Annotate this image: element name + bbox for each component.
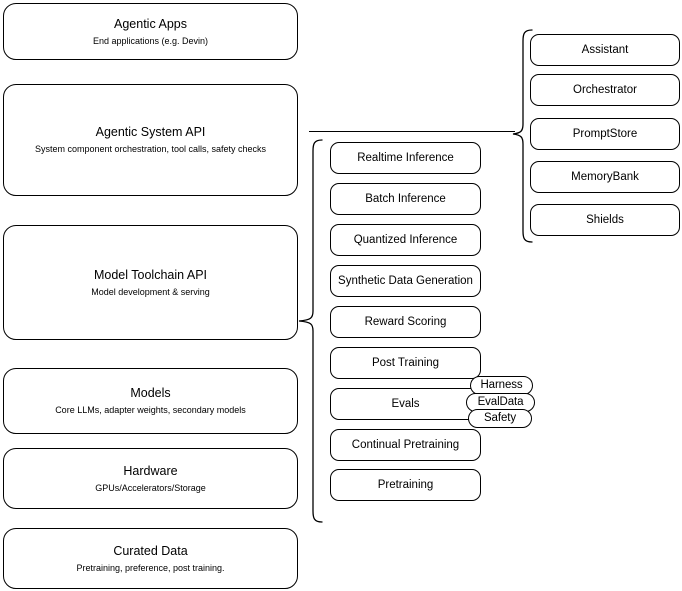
layer-subtitle: End applications (e.g. Devin): [92, 35, 209, 46]
stack-layer-agentic-system-api[interactable]: Agentic System API System component orch…: [3, 84, 298, 196]
capability-label: Evals: [391, 397, 420, 410]
stack-layer-hardware[interactable]: Hardware GPUs/Accelerators/Storage: [3, 448, 298, 509]
capability-label: Batch Inference: [365, 192, 446, 205]
capability-label: Quantized Inference: [353, 233, 458, 246]
layer-subtitle: Model development & serving: [91, 286, 210, 297]
capability-post-training[interactable]: Post Training: [330, 347, 481, 379]
layer-title: Hardware: [123, 463, 178, 478]
capability-synthetic-data-generation[interactable]: Synthetic Data Generation: [330, 265, 481, 297]
layer-subtitle: Pretraining, preference, post training.: [76, 562, 225, 573]
stack-layer-agentic-apps[interactable]: Agentic Apps End applications (e.g. Devi…: [3, 3, 298, 60]
stack-layer-models[interactable]: Models Core LLMs, adapter weights, secon…: [3, 368, 298, 434]
evals-badge-evaldata[interactable]: EvalData: [466, 393, 535, 412]
stack-layer-curated-data[interactable]: Curated Data Pretraining, preference, po…: [3, 528, 298, 589]
badge-label: Safety: [483, 412, 516, 424]
layer-subtitle: GPUs/Accelerators/Storage: [95, 482, 206, 493]
layer-subtitle: Core LLMs, adapter weights, secondary mo…: [55, 405, 246, 415]
capability-label: Synthetic Data Generation: [338, 274, 473, 287]
capability-continual-pretraining[interactable]: Continual Pretraining: [330, 429, 481, 461]
layer-title: Agentic System API: [95, 125, 206, 139]
capability-reward-scoring[interactable]: Reward Scoring: [330, 306, 481, 338]
component-shields[interactable]: Shields: [530, 204, 680, 236]
brace-agentic-system: [512, 29, 533, 243]
capability-realtime-inference[interactable]: Realtime Inference: [330, 142, 481, 174]
component-label: Shields: [586, 213, 624, 226]
capability-label: Continual Pretraining: [351, 438, 460, 451]
capability-evals[interactable]: Evals: [330, 388, 481, 420]
capability-pretraining[interactable]: Pretraining: [330, 469, 481, 501]
layer-title: Agentic Apps: [114, 16, 187, 31]
badge-label: Harness: [480, 379, 523, 391]
layer-title: Model Toolchain API: [93, 267, 208, 282]
capability-label: Pretraining: [377, 478, 434, 491]
component-label: MemoryBank: [571, 170, 639, 183]
badge-label: EvalData: [477, 396, 524, 408]
layer-title: Models: [130, 386, 171, 400]
component-promptstore[interactable]: PromptStore: [530, 118, 680, 150]
component-memorybank[interactable]: MemoryBank: [530, 161, 680, 193]
component-label: PromptStore: [572, 127, 638, 140]
capability-label: Reward Scoring: [364, 315, 447, 328]
capability-label: Realtime Inference: [357, 151, 454, 164]
evals-badge-safety[interactable]: Safety: [468, 409, 532, 428]
component-label: Assistant: [581, 43, 629, 56]
connector-line-agentic-system-api: [309, 130, 515, 132]
capability-quantized-inference[interactable]: Quantized Inference: [330, 224, 481, 256]
component-assistant[interactable]: Assistant: [530, 34, 680, 66]
component-label: Orchestrator: [573, 83, 637, 96]
layer-subtitle: System component orchestration, tool cal…: [34, 144, 267, 154]
capability-batch-inference[interactable]: Batch Inference: [330, 183, 481, 215]
component-orchestrator[interactable]: Orchestrator: [530, 74, 680, 106]
brace-model-toolchain: [298, 139, 323, 523]
stack-layer-model-toolchain-api[interactable]: Model Toolchain API Model development & …: [3, 225, 298, 340]
layer-title: Curated Data: [113, 543, 188, 558]
capability-label: Post Training: [371, 356, 440, 369]
